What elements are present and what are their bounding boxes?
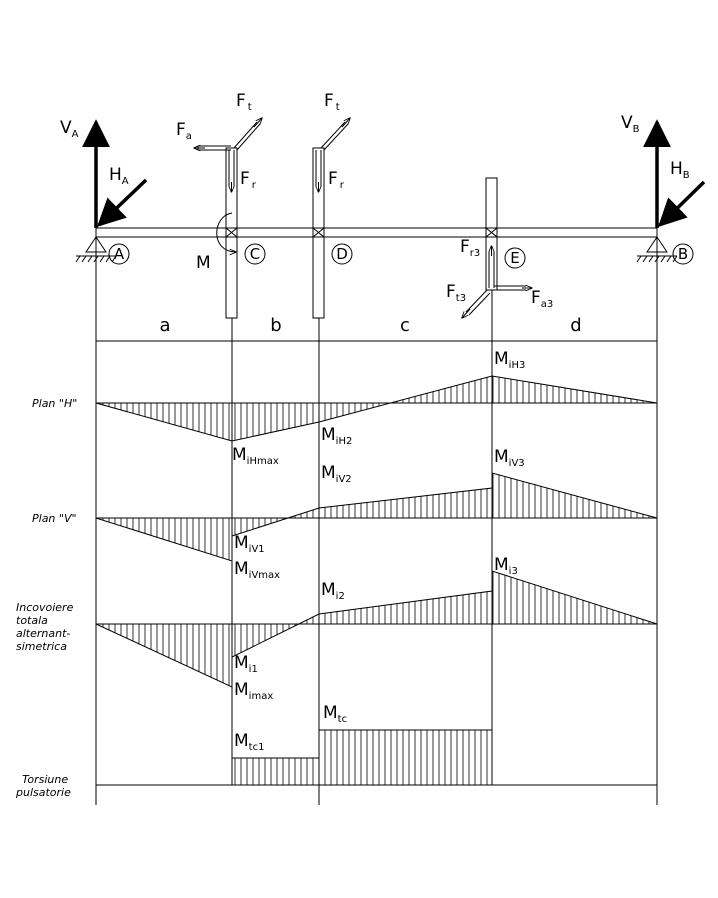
gear-e-cross bbox=[485, 227, 498, 238]
row-label-plan-h: Plan "H" bbox=[32, 397, 77, 410]
support-a bbox=[85, 236, 107, 253]
ft2-arrow bbox=[320, 121, 349, 151]
row-label-torsion-1: Torsiune bbox=[22, 773, 68, 786]
gear-d-cross bbox=[312, 227, 325, 238]
support-b bbox=[646, 236, 668, 253]
gear-d bbox=[312, 147, 325, 319]
fr3-label: Fr3 bbox=[460, 237, 480, 259]
mi2-label: Mi2 bbox=[321, 580, 345, 602]
mi1-label: Mi1 bbox=[234, 653, 258, 675]
ha-arrow bbox=[96, 178, 148, 227]
mtc1-label: Mtc1 bbox=[234, 731, 264, 753]
span-c-label: c bbox=[400, 315, 410, 336]
row-label-total-3: alternant- bbox=[16, 627, 70, 640]
span-a-label: a bbox=[159, 315, 170, 336]
fa3-arrow bbox=[494, 285, 526, 291]
ft1-arrow bbox=[233, 121, 261, 151]
fa3-label: Fa3 bbox=[531, 288, 553, 310]
node-e-label: E bbox=[510, 249, 519, 267]
ft2-arrow-head bbox=[341, 118, 350, 128]
mivmax-label: MiVmax bbox=[234, 559, 280, 581]
hb-arrow bbox=[657, 180, 706, 227]
node-a-circle bbox=[108, 243, 130, 265]
ft3-arrow bbox=[465, 289, 491, 316]
mihmax-label: MiHmax bbox=[232, 445, 279, 467]
total-curve bbox=[95, 570, 658, 688]
torsion-curve bbox=[231, 729, 493, 785]
fr1-arrow bbox=[228, 150, 235, 186]
node-d-label: D bbox=[336, 245, 348, 263]
moment-arrow bbox=[216, 212, 236, 252]
miv3-label: MiV3 bbox=[494, 447, 525, 469]
row-label-total-4: simetrica bbox=[16, 640, 67, 653]
ft1-arrow-head bbox=[253, 118, 262, 128]
gear-e bbox=[485, 177, 498, 291]
va-label: VA bbox=[60, 118, 79, 140]
moment-label: M bbox=[196, 253, 211, 273]
fa-label: Fa bbox=[176, 120, 192, 142]
fr2-arrow bbox=[315, 150, 322, 186]
miv2-label: MiV2 bbox=[321, 463, 352, 485]
node-c-label: C bbox=[250, 245, 260, 263]
mih2-label: MiH2 bbox=[321, 425, 352, 447]
vb-label: VB bbox=[621, 113, 640, 135]
mi3-label: Mi3 bbox=[494, 555, 518, 577]
miv1-label: MiV1 bbox=[234, 533, 265, 555]
row-label-total-2: totala bbox=[16, 614, 48, 627]
node-c-circle bbox=[244, 243, 266, 265]
moment-hatching bbox=[102, 376, 650, 785]
span-b-label: b bbox=[270, 315, 281, 336]
row-label-total-1: Incovoiere bbox=[16, 601, 74, 614]
gear-c bbox=[225, 147, 238, 319]
row-label-plan-v: Plan "V" bbox=[32, 512, 77, 525]
span-d-label: d bbox=[570, 315, 581, 336]
ha-label: HA bbox=[109, 165, 129, 187]
node-a-label: A bbox=[114, 245, 125, 263]
ft3-arrow-head bbox=[462, 308, 471, 318]
node-b-label: B bbox=[678, 245, 688, 263]
mimax-label: Mimax bbox=[234, 680, 273, 702]
node-e-circle bbox=[504, 247, 526, 269]
dimension-ticks bbox=[95, 336, 658, 346]
node-d-circle bbox=[331, 243, 353, 265]
support-a-ground bbox=[75, 255, 117, 263]
fr3-arrow bbox=[488, 252, 495, 288]
mih3-label: MiH3 bbox=[494, 349, 525, 371]
node-b-circle bbox=[672, 243, 694, 265]
ft3-label: Ft3 bbox=[446, 282, 466, 304]
hb-label: HB bbox=[670, 159, 690, 181]
plan-h-curve bbox=[95, 375, 658, 442]
row-label-torsion-2: pulsatorie bbox=[15, 786, 71, 799]
support-b-ground bbox=[636, 255, 678, 263]
shaft bbox=[95, 227, 658, 238]
gear-c-cross bbox=[225, 227, 238, 238]
plan-v-curve bbox=[95, 472, 658, 562]
mtc-label: Mtc bbox=[323, 703, 347, 725]
